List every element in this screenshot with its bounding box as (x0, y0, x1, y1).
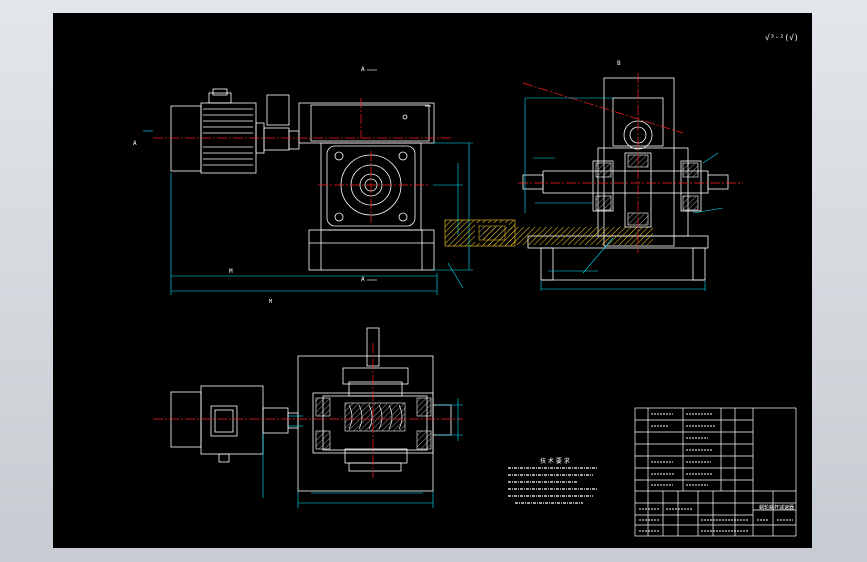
tech-requirements: 技 术 要 求 (508, 457, 598, 504)
svg-text:M: M (269, 299, 272, 305)
centerlines-front (153, 98, 453, 223)
title-block: 蜗轮蜗杆减速器 (634, 407, 797, 537)
drawing-name: 蜗轮蜗杆减速器 (759, 504, 794, 511)
coupling-front (263, 94, 300, 151)
gearbox-housing-front (298, 102, 435, 271)
svg-text:A: A (133, 140, 137, 147)
svg-text:技 术 要 求: 技 术 要 求 (540, 457, 570, 465)
section-label-top: A (361, 66, 365, 73)
cad-drawing: √³·²(√) A (133, 33, 799, 537)
roughness-mark: √³·²(√) (765, 33, 799, 42)
svg-text:M: M (229, 268, 233, 275)
top-view (153, 327, 463, 508)
hatched-base (483, 227, 653, 245)
front-view: A (133, 66, 516, 305)
side-view: B (483, 60, 743, 291)
svg-text:B: B (617, 60, 621, 67)
bearings-section (595, 154, 699, 226)
section-label-bottom: A (361, 276, 365, 283)
motor-front (170, 88, 265, 174)
dimensions-front (143, 130, 473, 295)
worm-coils (315, 397, 432, 450)
drawing-sheet[interactable]: √³·²(√) A (53, 13, 812, 548)
